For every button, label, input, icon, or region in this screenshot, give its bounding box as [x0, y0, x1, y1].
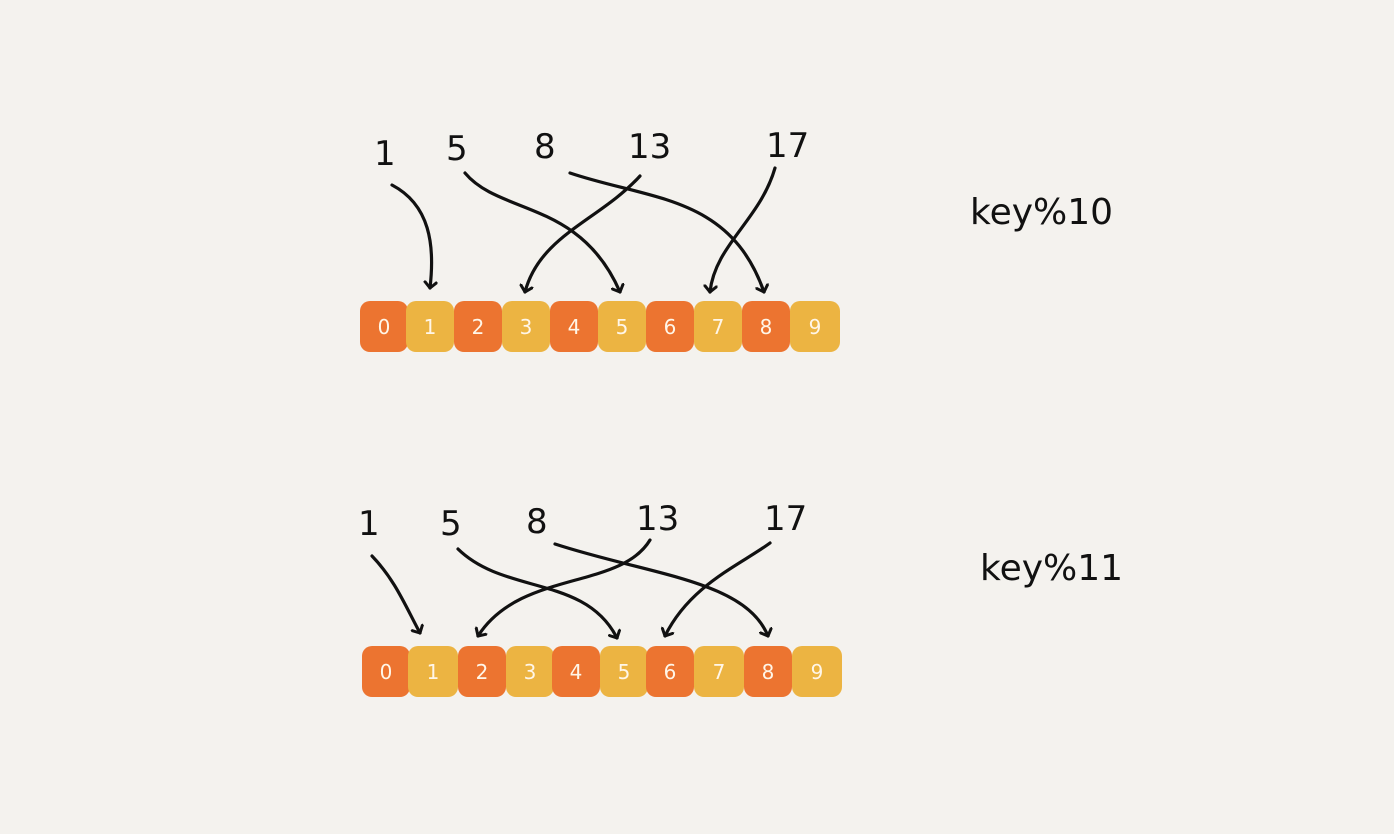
- panel-2-slot-9-label: 9: [811, 660, 824, 684]
- panel-2-arrow-17-to-6: [665, 541, 772, 638]
- panel-1-key-5: 5: [446, 129, 468, 169]
- panel-1-slot-5-label: 5: [616, 315, 629, 339]
- panel-2-arrow-8-to-8: [553, 542, 768, 638]
- panel-1-arrow-17-to-7: [710, 166, 777, 294]
- panel-2-slot-0: [362, 646, 410, 697]
- panel-1-formula: key%10: [970, 192, 1113, 233]
- panel-1-slot-2: [454, 301, 502, 352]
- panel-2-formula: key%11: [980, 548, 1123, 589]
- panel-2-key-13: 13: [636, 499, 679, 539]
- panel-1-slot-9: [790, 301, 840, 352]
- panel-2-slot-7: [694, 646, 744, 697]
- panel-2-slot-5: [600, 646, 648, 697]
- panel-2-slot-6-label: 6: [664, 660, 677, 684]
- panel-2-key-5: 5: [440, 504, 462, 544]
- panel-2-slot-0-label: 0: [380, 660, 393, 684]
- panel-2-arrow-1-to-1: [370, 554, 420, 635]
- panel-1-slot-3-label: 3: [520, 315, 533, 339]
- panel-1-key-8: 8: [534, 127, 556, 167]
- panel-1-slot-9-label: 9: [809, 315, 822, 339]
- panel-2-slot-3-label: 3: [524, 660, 537, 684]
- panel-2-key-17: 17: [764, 499, 807, 539]
- panel-mod-11: 1 5 8 13 17 key%11 0 1 2 3: [358, 499, 1123, 697]
- panel-2-slot-5-label: 5: [618, 660, 631, 684]
- panel-1-slot-6-label: 6: [664, 315, 677, 339]
- panel-2-slot-1: [408, 646, 458, 697]
- panel-1-hash-table: 0 1 2 3 4 5 6 7 8 9: [360, 301, 840, 352]
- panel-1-arrow-13-to-3: [525, 174, 642, 294]
- panel-2-slot-8: [744, 646, 792, 697]
- panel-2-slot-3: [506, 646, 554, 697]
- panel-1-slot-3: [502, 301, 550, 352]
- panel-1-slot-2-label: 2: [472, 315, 485, 339]
- panel-2-slot-7-label: 7: [713, 660, 726, 684]
- panel-2-slot-4-label: 4: [570, 660, 583, 684]
- panel-1-slot-4-label: 4: [568, 315, 581, 339]
- panel-2-slot-2: [458, 646, 506, 697]
- panel-1-slot-7-label: 7: [712, 315, 725, 339]
- panel-2-key-8: 8: [526, 502, 548, 542]
- panel-1-slot-8-label: 8: [760, 315, 773, 339]
- panel-1-mapping-arrows: [390, 166, 777, 294]
- panel-2-slot-1-label: 1: [427, 660, 440, 684]
- panel-1-slot-7: [694, 301, 742, 352]
- panel-2-arrow-5-to-5: [456, 547, 617, 640]
- panel-2-slot-8-label: 8: [762, 660, 775, 684]
- panel-2-mapping-arrows: [370, 538, 772, 640]
- panel-1-slot-0: [360, 301, 408, 352]
- panel-2-arrow-13-to-2: [478, 538, 652, 638]
- panel-1-arrow-5-to-5: [463, 171, 620, 294]
- panel-2-slot-4: [552, 646, 600, 697]
- panel-1-slot-0-label: 0: [378, 315, 391, 339]
- panel-1-arrow-1-to-1: [390, 183, 432, 290]
- panel-1-key-13: 13: [628, 127, 671, 167]
- panel-2-slot-2-label: 2: [476, 660, 489, 684]
- panel-1-slot-1: [406, 301, 454, 352]
- panel-1-key-17: 17: [766, 126, 809, 166]
- panel-2-slot-9: [792, 646, 842, 697]
- panel-2-slot-6: [646, 646, 694, 697]
- panel-1-slot-8: [742, 301, 790, 352]
- panel-1-slot-4: [550, 301, 598, 352]
- panel-1-arrow-8-to-8: [568, 171, 764, 294]
- panel-1-slot-1-label: 1: [424, 315, 437, 339]
- panel-1-slot-6: [646, 301, 694, 352]
- panel-2-hash-table: 0 1 2 3 4 5 6 7 8 9: [362, 646, 842, 697]
- panel-1-key-1: 1: [374, 134, 396, 174]
- panel-1-slot-5: [598, 301, 646, 352]
- panel-mod-10: 1 5 8 13 17 key%10 0 1 2 3: [360, 126, 1113, 352]
- panel-2-key-1: 1: [358, 504, 380, 544]
